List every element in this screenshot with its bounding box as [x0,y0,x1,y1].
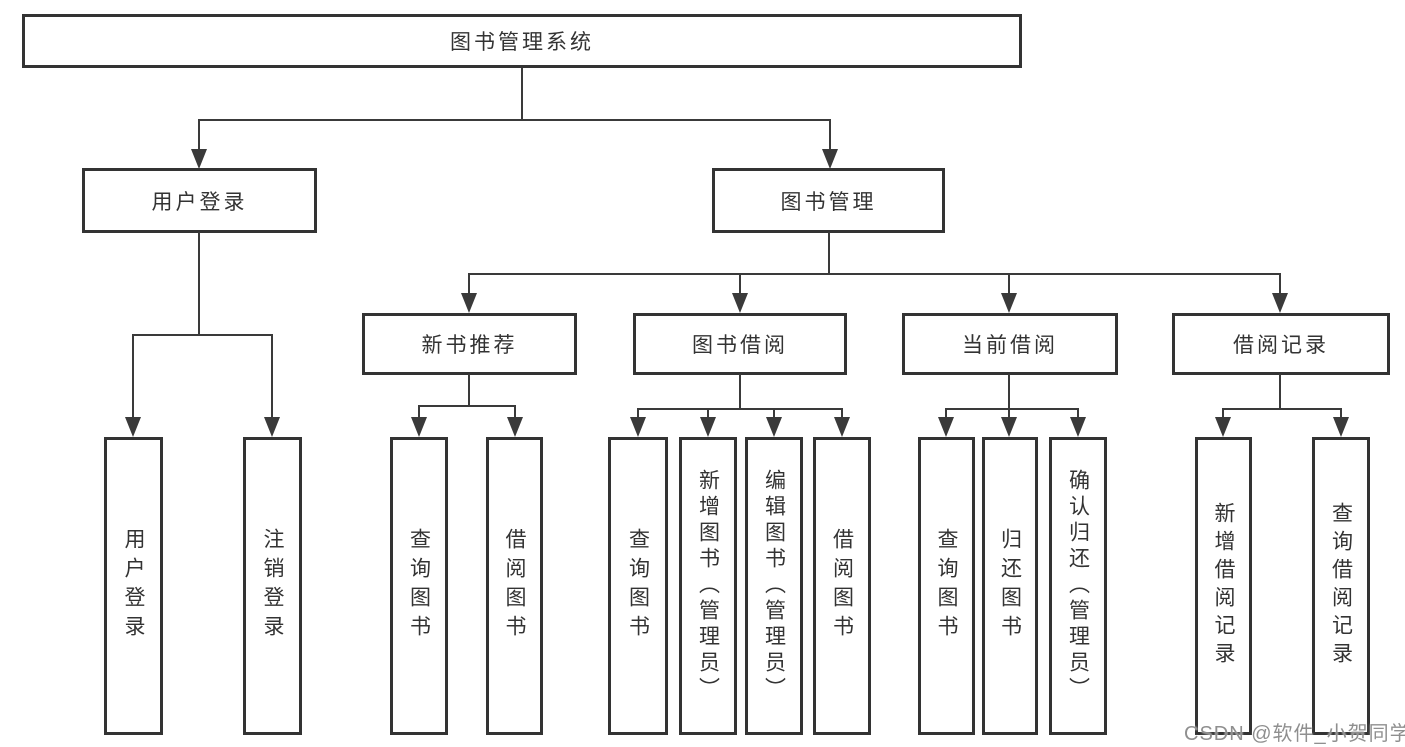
leaf-logout: 注销登录 [243,437,302,735]
connector-line [1077,408,1079,419]
connector-line [1008,273,1010,295]
leaf-query-book-recommend: 查询图书 [390,437,448,735]
arrow-down-icon [732,293,748,313]
connector-line [739,374,741,410]
leaf-query-book-current: 查询图书 [918,437,975,735]
connector-line [1279,273,1281,295]
connector-line [418,405,420,419]
leaf-query-book-borrowing: 查询图书 [608,437,668,735]
arrow-down-icon [191,149,207,169]
connector-line [1008,408,1010,419]
connector-line [418,405,516,407]
leaf-borrow-book-borrowing: 借阅图书 [813,437,871,735]
node-current-borrowing: 当前借阅 [902,313,1118,375]
leaf-add-book-admin: 新增图书（管理员） [679,437,737,735]
connector-line [637,408,639,419]
arrow-down-icon [125,417,141,437]
connector-line [198,119,831,121]
connector-line [468,273,470,295]
leaf-query-borrow-record: 查询借阅记录 [1312,437,1370,735]
connector-line [1222,408,1342,410]
leaf-confirm-return-admin: 确认归还（管理员） [1049,437,1107,735]
node-library-management-system: 图书管理系统 [22,14,1022,68]
arrow-down-icon [1215,417,1231,437]
node-book-management: 图书管理 [712,168,945,233]
connector-line [1340,408,1342,419]
connector-line [521,68,523,120]
node-user-login: 用户登录 [82,168,317,233]
arrow-down-icon [630,417,646,437]
connector-line [132,334,273,336]
arrow-down-icon [822,149,838,169]
connector-line [841,408,843,419]
arrow-down-icon [1001,417,1017,437]
connector-line [198,232,200,336]
arrow-down-icon [1333,417,1349,437]
arrow-down-icon [1001,293,1017,313]
leaf-return-book: 归还图书 [982,437,1038,735]
connector-line [945,408,947,419]
connector-line [132,334,134,417]
arrow-down-icon [1272,293,1288,313]
arrow-down-icon [938,417,954,437]
watermark-text: CSDN @软件_小贺同学 [1184,723,1405,745]
connector-line [739,273,741,295]
arrow-down-icon [1070,417,1086,437]
connector-line [468,273,1281,275]
arrow-down-icon [834,417,850,437]
arrow-down-icon [700,417,716,437]
connector-line [514,405,516,419]
connector-line [468,374,470,407]
connector-line [198,119,200,150]
connector-line [829,119,831,150]
node-new-book-recommend: 新书推荐 [362,313,577,375]
connector-line [773,408,775,419]
leaf-borrow-book-recommend: 借阅图书 [486,437,543,735]
arrow-down-icon [766,417,782,437]
connector-line [945,408,1079,410]
connector-line [828,232,830,275]
connector-line [1279,374,1281,410]
connector-line [1222,408,1224,419]
leaf-add-borrow-record: 新增借阅记录 [1195,437,1252,735]
connector-line [271,334,273,417]
arrow-down-icon [264,417,280,437]
arrow-down-icon [461,293,477,313]
node-book-borrowing: 图书借阅 [633,313,847,375]
node-borrowing-records: 借阅记录 [1172,313,1390,375]
arrow-down-icon [411,417,427,437]
arrow-down-icon [507,417,523,437]
connector-line [707,408,709,419]
leaf-edit-book-admin: 编辑图书（管理员） [745,437,803,735]
connector-line [637,408,843,410]
leaf-user-login: 用户登录 [104,437,163,735]
connector-line [1008,374,1010,410]
